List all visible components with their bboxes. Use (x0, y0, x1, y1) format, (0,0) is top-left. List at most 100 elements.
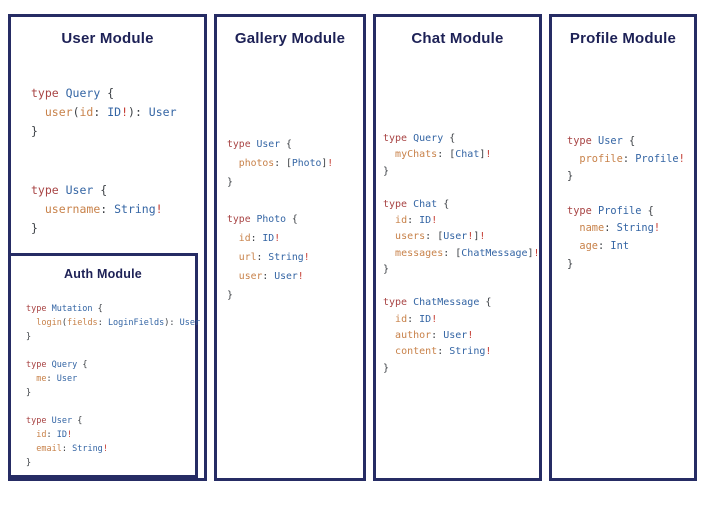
code-line: photos: [Photo]! (227, 154, 333, 173)
code-auth-module: type Mutation { login(fields: LoginField… (26, 302, 200, 470)
code-line: } (383, 164, 540, 180)
code-token: ): (164, 318, 180, 328)
code-block: type Query { myChats: [Chat]!} (383, 131, 540, 180)
code-token: ChatMessage (413, 297, 486, 309)
code-token: myChats (395, 149, 438, 161)
code-token: : (437, 346, 450, 358)
code-line: id: ID! (227, 229, 333, 248)
code-chat-module: type Query { myChats: [Chat]!}type Chat … (383, 131, 540, 377)
code-token: ! (678, 152, 685, 165)
code-token: String (268, 252, 304, 263)
code-block: type User { username: String!} (31, 181, 177, 238)
code-token: user (44, 105, 73, 119)
panel-chat-module: Chat Module type Query { myChats: [Chat]… (373, 14, 542, 481)
code-token: : (250, 233, 263, 244)
code-token: : (431, 329, 444, 341)
code-profile-module: type User { profile: Profile!}type Profi… (567, 133, 685, 273)
code-token: type (567, 135, 598, 147)
code-token: : (100, 202, 115, 216)
panel-title: Profile Module (569, 30, 677, 47)
code-line: username: String! (31, 200, 177, 219)
code-line: content: String! (383, 344, 540, 360)
code-token: type (31, 86, 66, 100)
code-token: Chat (413, 198, 444, 210)
code-token (383, 149, 395, 160)
code-token: type (26, 416, 52, 426)
code-token: content (395, 346, 438, 358)
code-token: : (598, 239, 611, 252)
code-line: } (383, 361, 540, 377)
code-token: } (567, 170, 574, 183)
code-gallery-module: type User { photos: [Photo]!}type Photo … (227, 135, 333, 305)
code-token: } (383, 362, 390, 374)
code-token (227, 271, 239, 282)
code-token: } (31, 124, 38, 138)
code-token: ] (321, 158, 328, 169)
code-token (567, 240, 579, 252)
code-token: { (629, 135, 636, 147)
code-token: User (443, 329, 468, 341)
code-line: myChats: [Chat]! (383, 147, 540, 163)
code-line: id: ID! (383, 213, 540, 229)
code-token: User (65, 183, 101, 197)
panel-auth-module: Auth Module type Mutation { login(fields… (8, 253, 200, 478)
code-token: type (26, 304, 52, 314)
code-token: User (443, 231, 468, 243)
code-token: } (31, 221, 38, 235)
code-token (31, 105, 45, 119)
code-token (383, 215, 395, 226)
code-token: { (77, 416, 83, 426)
code-line: user(id: ID!): User (31, 103, 177, 122)
code-token: String (72, 444, 103, 454)
code-token: fields (66, 318, 98, 328)
code-line: } (26, 330, 200, 344)
code-token: id (395, 313, 408, 325)
code-token: : (256, 252, 269, 263)
code-token: : [ (274, 158, 292, 169)
code-token: ! (155, 202, 163, 216)
code-token: ! (102, 444, 108, 454)
code-token: Profile (598, 204, 648, 217)
code-token: photos (238, 158, 275, 169)
code-line: type Query { (383, 131, 540, 147)
code-token (26, 430, 36, 440)
code-token (383, 231, 395, 242)
code-token: { (449, 133, 456, 144)
code-token: login (36, 318, 62, 328)
code-line: } (31, 219, 177, 238)
code-token: ID (262, 233, 275, 244)
code-token: } (26, 332, 32, 342)
code-line: type Photo { (227, 210, 333, 229)
code-token: : (407, 215, 420, 227)
code-token: ! (533, 247, 540, 259)
code-token: ! (467, 231, 474, 243)
code-token (383, 314, 395, 325)
code-token: Query (413, 133, 450, 144)
code-token: : [ (425, 231, 444, 243)
code-token (227, 158, 239, 169)
code-block: type Query { user(id: ID!): User} (31, 84, 177, 141)
code-token: User (598, 135, 629, 147)
code-token: Query (51, 360, 83, 370)
code-line: profile: Profile! (567, 151, 685, 169)
code-line: type Query { (31, 84, 177, 103)
code-line: id: ID! (383, 312, 540, 328)
code-line: } (227, 173, 333, 192)
code-token: ChatMessage (461, 247, 528, 259)
code-token: : (604, 222, 617, 235)
code-line: author: User! (383, 328, 540, 344)
panel-gallery-module: Gallery Module type User { photos: [Phot… (214, 14, 366, 481)
code-token: { (291, 214, 298, 225)
code-line: } (567, 256, 685, 274)
code-token: type (383, 133, 414, 144)
code-token: } (383, 264, 390, 276)
code-token: type (31, 183, 66, 197)
panel-title: User Module (61, 30, 154, 47)
code-token: ! (485, 149, 492, 161)
code-token: ] (473, 231, 480, 243)
code-block: type User { profile: Profile!} (567, 133, 685, 186)
code-line: login(fields: LoginFields): User (26, 316, 200, 330)
code-line: } (31, 122, 177, 141)
code-line: me: User (26, 372, 200, 386)
code-token: ! (467, 329, 474, 341)
